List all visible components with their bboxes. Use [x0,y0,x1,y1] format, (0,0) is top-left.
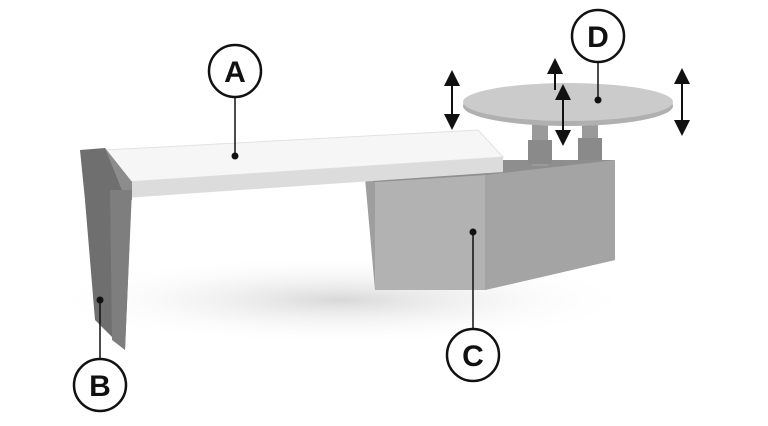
lift-columns [528,118,602,166]
label-b: B [89,370,111,403]
callout-c: C [445,228,501,383]
leg-b [80,148,132,350]
label-c: C [462,340,484,373]
height-adjust-arrows [444,58,690,146]
callout-a: A [207,43,263,160]
cabinet-c [365,160,615,290]
callout-b: B [72,296,128,413]
callout-d: D [570,8,626,104]
label-a: A [224,56,246,89]
round-table-d [463,83,673,126]
label-d: D [587,21,609,54]
